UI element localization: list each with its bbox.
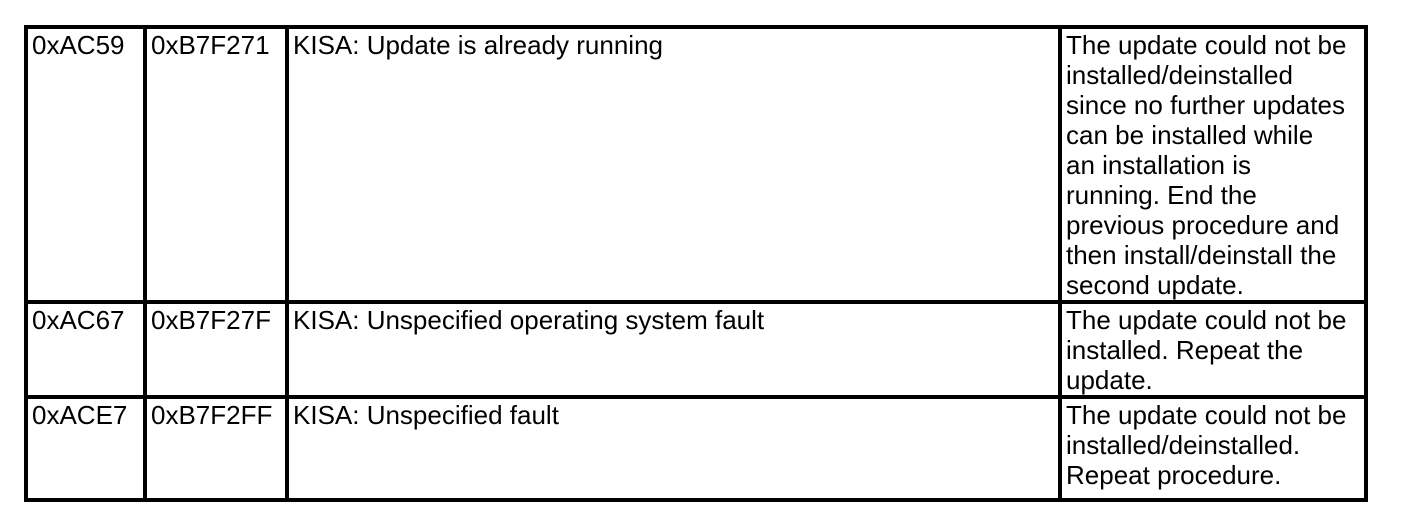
table-row: 0xAC67 0xB7F27F KISA: Unspecified operat…	[24, 300, 1368, 399]
description-cell: KISA: Update is already running	[285, 25, 1062, 304]
system-code-cell: 0xB7F2FF	[143, 395, 289, 502]
system-code-cell: 0xB7F27F	[143, 300, 289, 399]
error-code-cell: 0xACE7	[24, 395, 147, 502]
description-cell: KISA: Unspecified fault	[285, 395, 1062, 502]
table-row: 0xAC59 0xB7F271 KISA: Update is already …	[24, 25, 1368, 304]
table-row: 0xACE7 0xB7F2FF KISA: Unspecified fault …	[24, 395, 1368, 502]
description-cell: KISA: Unspecified operating system fault	[285, 300, 1062, 399]
error-code-table: 0xAC59 0xB7F271 KISA: Update is already …	[24, 25, 1368, 502]
error-code-cell: 0xAC67	[24, 300, 147, 399]
remedy-cell: The update could not be installed/deinst…	[1058, 395, 1368, 502]
error-code-cell: 0xAC59	[24, 25, 147, 304]
system-code-cell: 0xB7F271	[143, 25, 289, 304]
remedy-cell: The update could not be installed. Repea…	[1058, 300, 1368, 399]
remedy-cell: The update could not be installed/deinst…	[1058, 25, 1368, 304]
